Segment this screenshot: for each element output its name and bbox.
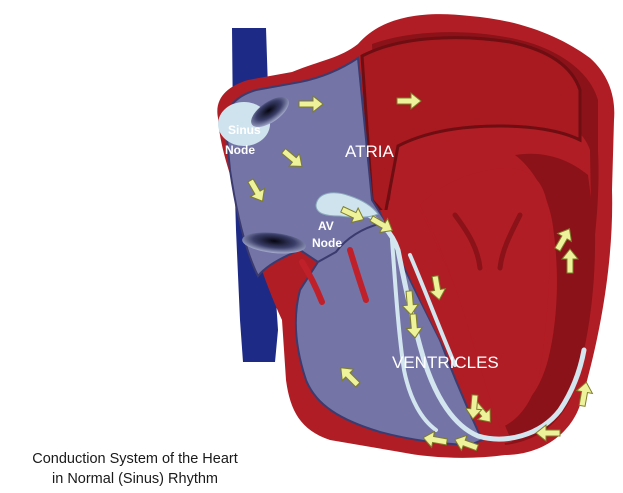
av-node-label-line2: Node [312, 236, 342, 250]
ventricles-label: VENTRICLES [392, 353, 499, 372]
atria-label: ATRIA [345, 142, 394, 161]
caption-line2: in Normal (Sinus) Rhythm [0, 469, 270, 489]
av-node-label-line1: AV [318, 219, 334, 233]
caption: Conduction System of the Heart in Normal… [0, 449, 270, 489]
caption-line1: Conduction System of the Heart [0, 449, 270, 469]
sinus-node-label-line1: Sinus [228, 123, 261, 137]
sinus-node-label-line2: Node [225, 143, 255, 157]
